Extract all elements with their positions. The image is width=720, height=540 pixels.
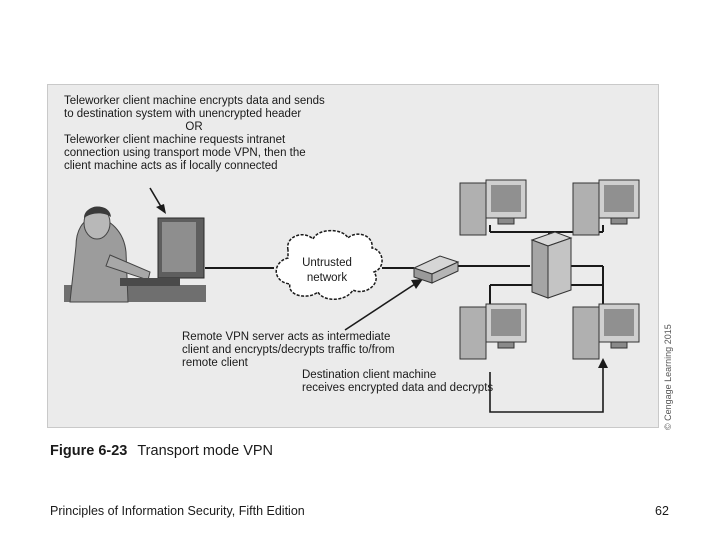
workstation-bottom-left [459, 303, 527, 360]
page-number: 62 [655, 504, 669, 518]
figure-caption: Figure 6-23 Transport mode VPN [50, 443, 273, 459]
destination-callout-line-2: receives encrypted data and decrypts [302, 382, 494, 394]
arrowhead-vpn-server [411, 279, 423, 289]
teleworker-callout-line-2: to destination system with unencrypted h… [64, 108, 302, 120]
vpn-server-callout-line-2: client and encrypts/decrypts traffic to/… [182, 344, 395, 356]
teleworker-hair [84, 206, 111, 218]
cloud-label-line-2: network [307, 272, 348, 284]
teleworker-callout-line-5: connection using transport mode VPN, the… [64, 147, 306, 159]
teleworker-callout-or: OR [185, 121, 203, 133]
teleworker-keyboard [120, 278, 180, 286]
arrow-to-destination [489, 365, 604, 413]
destination-callout: Destination client machine receives encr… [302, 369, 493, 395]
cloud-label-line-1: Untrusted [302, 257, 352, 269]
vpn-server-callout-line-1: Remote VPN server acts as intermediate [182, 331, 391, 343]
teleworker-screen [162, 222, 196, 272]
hub-server [530, 231, 573, 299]
vpn-server [412, 255, 460, 284]
workstation-bottom-right [572, 303, 640, 360]
workstation-top-left [459, 179, 527, 236]
teleworker-callout: Teleworker client machine encrypts data … [64, 95, 325, 173]
arrowhead-destination [598, 358, 608, 368]
copyright-notice: © Cengage Learning 2015 [663, 324, 673, 430]
untrusted-network-cloud: Untrusted network [275, 229, 383, 300]
figure-number: Figure 6-23 [50, 443, 128, 459]
teleworker-illustration [64, 206, 206, 303]
vpn-server-callout-line-3: remote client [182, 357, 248, 369]
arrow-heads [156, 204, 608, 368]
footer-book-title: Principles of Information Security, Fift… [50, 504, 305, 518]
destination-callout-line-1: Destination client machine [302, 369, 437, 381]
teleworker-callout-line-1: Teleworker client machine encrypts data … [64, 95, 325, 107]
figure-title: Transport mode VPN [137, 443, 274, 459]
workstation-top-right [572, 179, 640, 236]
teleworker-callout-line-4: Teleworker client machine requests intra… [64, 134, 286, 146]
teleworker-callout-line-6: client machine acts as if locally connec… [64, 160, 278, 172]
arrowhead-teleworker [156, 204, 166, 214]
vpn-server-callout: Remote VPN server acts as intermediate c… [182, 331, 395, 370]
arrow-to-vpn-server [344, 281, 419, 331]
